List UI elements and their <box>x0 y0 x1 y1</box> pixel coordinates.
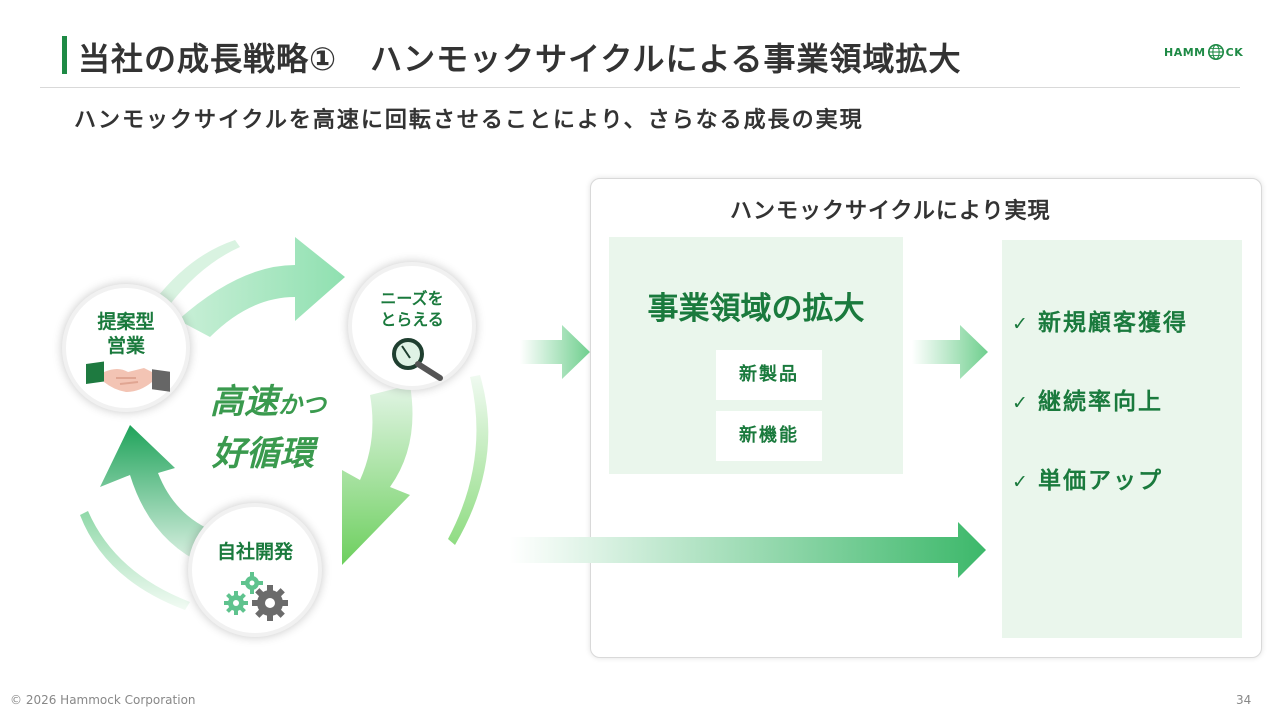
cycle-arrow-left <box>100 425 218 565</box>
result-label: 継続率向上 <box>1038 389 1163 415</box>
page-title: 当社の成長戦略① ハンモックサイクルによる事業領域拡大 <box>78 40 962 78</box>
arrow-needs-to-expansion <box>520 325 590 379</box>
cycle-arrow-left-thin <box>80 511 190 610</box>
cycle-center-line2: 好循環 <box>212 434 314 474</box>
gears-icon <box>224 572 288 621</box>
result-label: 単価アップ <box>1038 468 1163 494</box>
result-item: ✓ 新規顧客獲得 <box>1012 303 1188 337</box>
check-icon: ✓ <box>1012 392 1028 414</box>
needs-label: ニーズを とらえる <box>352 288 472 330</box>
development-label: 自社開発 <box>216 541 293 563</box>
results-box <box>1002 240 1242 638</box>
sales-label: 提案型 営業 <box>66 310 186 358</box>
new-product-chip: 新製品 <box>716 350 822 400</box>
company-logo[interactable]: HAMM CK <box>1164 40 1248 64</box>
logo-text-left: HAMM <box>1164 45 1206 59</box>
logo-text-right: CK <box>1225 45 1244 59</box>
cycle-arrow-top <box>178 237 345 337</box>
development-node: 自社開発 <box>188 503 322 637</box>
page-number: 34 <box>1236 693 1252 707</box>
title-accent-bar <box>62 36 67 74</box>
check-icon: ✓ <box>1012 471 1028 493</box>
globe-icon <box>1207 43 1224 61</box>
page-subtitle: ハンモックサイクルを高速に回転させることにより、さらなる成長の実現 <box>74 108 864 133</box>
result-item: ✓ 単価アップ <box>1012 461 1163 495</box>
sales-label-line2: 営業 <box>106 335 145 357</box>
needs-label-line2: とらえる <box>380 310 444 329</box>
result-item: ✓ 継続率向上 <box>1012 382 1163 416</box>
center-main1: 高速 <box>210 382 278 422</box>
result-label: 新規顧客獲得 <box>1038 310 1188 336</box>
center-small: かつ <box>278 391 326 419</box>
handshake-icon <box>86 361 170 392</box>
sales-node: 提案型 営業 <box>62 284 190 412</box>
new-feature-chip: 新機能 <box>716 411 822 461</box>
sales-label-line1: 提案型 <box>97 311 155 333</box>
cycle-arrow-right <box>342 385 413 565</box>
needs-node: ニーズを とらえる <box>348 262 476 390</box>
header-divider <box>40 87 1240 88</box>
magnifier-icon <box>392 338 443 381</box>
cycle-arrow-right-thin <box>448 375 489 545</box>
expansion-title: 事業領域の拡大 <box>647 291 865 327</box>
cycle-center-line1: 高速かつ <box>210 374 326 423</box>
cycle-arrows <box>80 237 489 610</box>
needs-label-line1: ニーズを <box>380 289 444 308</box>
copyright: © 2026 Hammock Corporation <box>10 693 196 707</box>
panel-title: ハンモックサイクルにより実現 <box>730 199 1051 224</box>
check-icon: ✓ <box>1012 313 1028 335</box>
cycle-arrow-top-thin <box>155 240 240 307</box>
